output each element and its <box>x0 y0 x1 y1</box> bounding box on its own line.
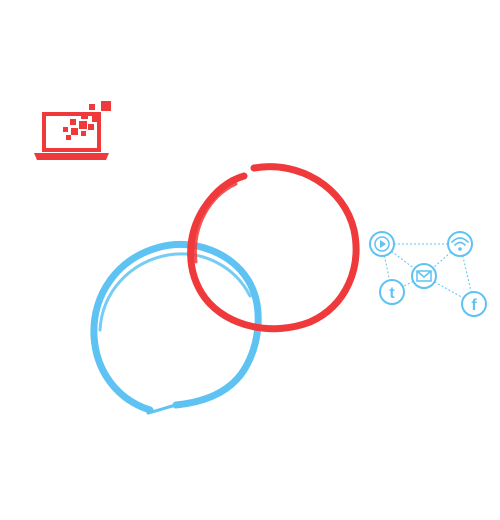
laptop-base <box>34 153 109 160</box>
network-cluster: t f <box>369 231 487 317</box>
pixel-block <box>101 101 111 111</box>
red-circle-stroke <box>187 163 360 333</box>
blue-circle-stroke <box>90 240 262 414</box>
pixel-block <box>81 131 86 136</box>
blue-circle <box>90 240 262 415</box>
mail-icon <box>411 263 437 289</box>
pixel-block <box>63 127 68 132</box>
pixel-block <box>89 104 95 110</box>
red-circle <box>187 163 360 333</box>
facebook-letter: f <box>471 297 477 314</box>
pixel-block <box>71 128 78 135</box>
twitter-letter: t <box>389 285 395 302</box>
wifi-icon <box>447 231 473 257</box>
blue-circle-tail <box>146 403 178 415</box>
pixel-block <box>66 135 71 140</box>
laptop-pixels-icon <box>34 101 111 160</box>
pixel-block <box>92 113 101 122</box>
pixel-block <box>70 119 76 125</box>
pixel-block <box>81 112 88 119</box>
twitter-icon: t <box>379 279 405 305</box>
red-circle-stroke-inner <box>193 182 238 264</box>
facebook-icon: f <box>461 291 487 317</box>
pixel-block <box>88 124 94 130</box>
pixel-block <box>79 121 87 129</box>
blue-circle-stroke-inner <box>98 252 252 332</box>
red-circle-tail <box>344 210 359 242</box>
play-icon <box>369 231 395 257</box>
